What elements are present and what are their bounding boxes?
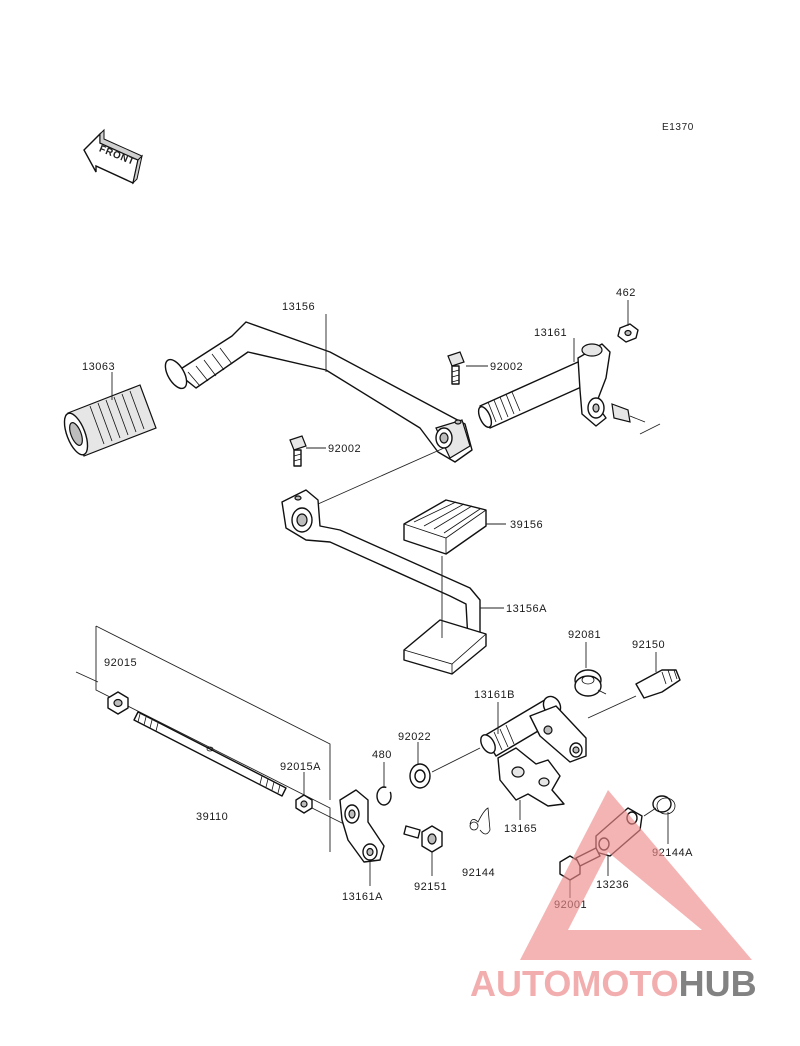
label-13165: 13165 [504, 823, 537, 835]
label-462: 462 [616, 287, 636, 299]
watermark-triangle-icon [520, 790, 752, 960]
shaft-13161B [480, 695, 587, 763]
nut-462 [617, 323, 639, 343]
shift-shaft-13161 [477, 343, 661, 435]
spring-92081 [574, 669, 607, 697]
pedal-rubber-39156 [403, 499, 487, 555]
label-92144: 92144 [462, 867, 495, 879]
label-13156: 13156 [282, 301, 315, 313]
spring-92144 [469, 807, 491, 835]
label-92002-upper: 92002 [490, 361, 523, 373]
plate-13165 [497, 747, 565, 807]
nut-92015 [107, 691, 129, 715]
label-92015A: 92015A [280, 761, 321, 773]
leader-lines [111, 300, 669, 898]
watermark-text-2: HUB [679, 963, 757, 1004]
bolt-92002-upper [447, 351, 465, 385]
label-13236: 13236 [596, 879, 629, 891]
svg-text:AUTOMOTOHUB: AUTOMOTOHUB [470, 963, 757, 1004]
watermark-text-1: AUTOMOTO [470, 963, 679, 1004]
label-39156: 39156 [510, 519, 543, 531]
washer-92022 [409, 763, 431, 789]
label-92150: 92150 [632, 639, 665, 651]
label-92081: 92081 [568, 629, 601, 641]
foot-rubber-13063 [63, 384, 157, 457]
label-92022: 92022 [398, 731, 431, 743]
label-13161A: 13161A [342, 891, 383, 903]
circlip-480 [376, 786, 392, 806]
part-labels: 13156 13063 92002 13161 462 92002 39156 … [82, 287, 693, 911]
tie-rod-39110 [133, 711, 287, 797]
label-92015: 92015 [104, 657, 137, 669]
label-13156A: 13156A [506, 603, 547, 615]
shift-lever-13156 [164, 321, 473, 463]
label-480: 480 [372, 749, 392, 761]
bolt-92151 [403, 825, 443, 853]
label-92151: 92151 [414, 881, 447, 893]
label-13063: 13063 [82, 361, 115, 373]
nut-92015A [295, 794, 313, 814]
label-13161: 13161 [534, 327, 567, 339]
bolt-92150 [635, 669, 681, 699]
label-39110: 39110 [196, 811, 228, 823]
arm-13161A [339, 789, 385, 863]
clip-92144A [652, 795, 676, 815]
bolt-92002-lower [289, 435, 307, 467]
diagram-code: E1370 [662, 122, 694, 133]
brake-lever-13156A [281, 489, 487, 675]
label-13161B: 13161B [474, 689, 515, 701]
watermark: AUTOMOTOHUB [470, 790, 757, 1004]
label-92002-lower: 92002 [328, 443, 361, 455]
front-arrow-icon: FRONT [83, 128, 143, 185]
